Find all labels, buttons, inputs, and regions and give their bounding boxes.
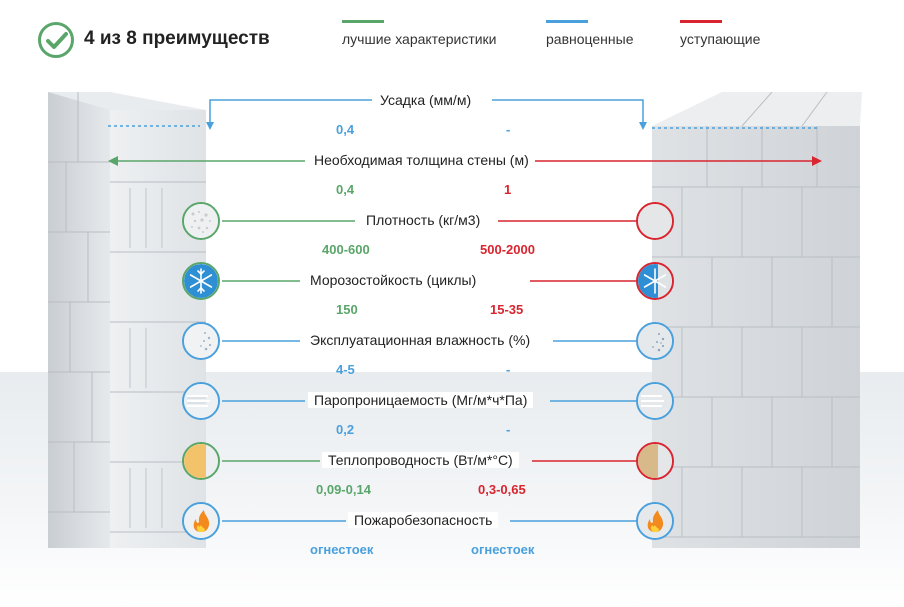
left-value-fire-safety: огнестоек — [310, 542, 374, 557]
property-title-fire-safety: Пожаробезопасность — [348, 512, 499, 528]
property-title-frost-resistance: Морозостойкость (циклы) — [304, 272, 483, 288]
property-title-shrinkage: Усадка (мм/м) — [374, 92, 478, 108]
fire-icon — [636, 502, 674, 540]
left-value-vapor-permeability: 0,2 — [336, 422, 355, 437]
right-value-wall-thickness: 1 — [504, 182, 512, 197]
left-value-shrinkage: 0,4 — [336, 122, 355, 137]
property-title-vapor-permeability: Паропроницаемость (Мг/м*ч*Па) — [308, 392, 534, 408]
legend-item-best: лучшие характеристики — [342, 20, 497, 47]
property-title-humidity: Эксплуатационная влажность (%) — [304, 332, 537, 348]
left-value-humidity: 4-5 — [336, 362, 355, 377]
legend-item-worse: уступающие — [680, 20, 760, 47]
droplets-icon — [636, 322, 674, 360]
left-value-wall-thickness: 0,4 — [336, 182, 355, 197]
property-title-density: Плотность (кг/м3) — [360, 212, 487, 228]
legend-label: лучшие характеристики — [342, 31, 497, 47]
right-value-shrinkage: - — [506, 122, 511, 137]
left-value-density: 400-600 — [322, 242, 370, 257]
legend-label: уступающие — [680, 31, 761, 47]
vapor-icon — [182, 382, 220, 420]
property-title-thermal-conductivity: Теплопроводность (Вт/м*°C) — [322, 452, 519, 468]
right-value-vapor-permeability: - — [506, 422, 511, 437]
right-value-fire-safety: огнестоек — [471, 542, 535, 557]
porous-texture-icon — [636, 202, 674, 240]
legend-item-equal: равноценные — [546, 20, 634, 47]
legend-label: равноценные — [546, 31, 634, 47]
snowflake-icon — [636, 262, 674, 300]
left-value-thermal-conductivity: 0,09-0,14 — [316, 482, 371, 497]
right-value-humidity: - — [506, 362, 511, 377]
vapor-icon — [636, 382, 674, 420]
thermal-icon — [636, 442, 674, 480]
fire-icon — [182, 502, 220, 540]
legend-swatch-green — [342, 20, 384, 23]
ceramic-block-wall — [652, 92, 862, 548]
legend-swatch-red — [680, 20, 722, 23]
left-value-frost-resistance: 150 — [336, 302, 358, 317]
page-title: 4 из 8 преимуществ — [84, 28, 270, 49]
right-value-thermal-conductivity: 0,3-0,65 — [478, 482, 526, 497]
thermal-icon — [182, 442, 220, 480]
header: 4 из 8 преимуществ лучшие характеристики… — [0, 0, 904, 85]
legend-swatch-blue — [546, 20, 588, 23]
snowflake-icon — [182, 262, 220, 300]
check-circle-icon — [38, 22, 74, 58]
droplets-icon — [182, 322, 220, 360]
right-value-frost-resistance: 15-35 — [490, 302, 524, 317]
porous-texture-icon — [182, 202, 220, 240]
right-value-density: 500-2000 — [480, 242, 535, 257]
property-title-wall-thickness: Необходимая толщина стены (м) — [308, 152, 535, 168]
